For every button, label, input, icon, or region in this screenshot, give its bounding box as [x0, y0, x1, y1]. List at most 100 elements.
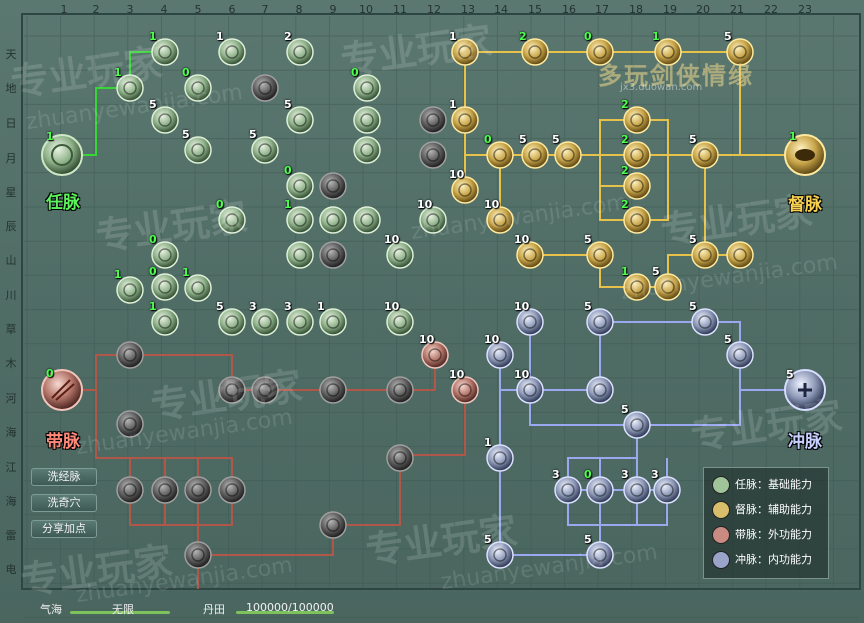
row-label: 川 [5, 289, 17, 302]
acupoint-node[interactable] [251, 376, 279, 404]
dai-medallion[interactable] [41, 369, 83, 411]
acupoint-node[interactable] [653, 476, 681, 504]
acupoint-node[interactable] [353, 136, 381, 164]
acupoint-node[interactable] [419, 206, 447, 234]
acupoint-node[interactable] [654, 273, 682, 301]
acupoint-node[interactable] [251, 74, 279, 102]
acupoint-node[interactable] [151, 38, 179, 66]
acupoint-node[interactable] [623, 476, 651, 504]
acupoint-node[interactable] [286, 241, 314, 269]
acupoint-node[interactable] [516, 308, 544, 336]
share-points-button[interactable]: 分享加点 [31, 520, 97, 538]
acupoint-node[interactable] [654, 38, 682, 66]
acupoint-node[interactable] [286, 106, 314, 134]
acupoint-node[interactable] [151, 476, 179, 504]
acupoint-node[interactable] [419, 141, 447, 169]
acupoint-node[interactable] [451, 38, 479, 66]
node-level: 1 [652, 30, 660, 43]
acupoint-node[interactable] [386, 308, 414, 336]
wash-jingmai-button[interactable]: 洗经脉 [31, 468, 97, 486]
ren-medallion[interactable] [41, 134, 83, 176]
acupoint-node[interactable] [151, 241, 179, 269]
acupoint-node[interactable] [486, 541, 514, 569]
acupoint-node[interactable] [623, 172, 651, 200]
acupoint-node[interactable] [521, 141, 549, 169]
acupoint-node[interactable] [451, 176, 479, 204]
acupoint-node[interactable] [691, 308, 719, 336]
acupoint-node[interactable] [486, 341, 514, 369]
acupoint-node[interactable] [726, 241, 754, 269]
acupoint-node[interactable] [251, 136, 279, 164]
dai-level: 0 [46, 367, 54, 380]
acupoint-node[interactable] [286, 308, 314, 336]
acupoint-node[interactable] [586, 241, 614, 269]
acupoint-node[interactable] [319, 206, 347, 234]
acupoint-node[interactable] [586, 541, 614, 569]
acupoint-node[interactable] [218, 308, 246, 336]
acupoint-node[interactable] [421, 341, 449, 369]
acupoint-node[interactable] [623, 411, 651, 439]
acupoint-node[interactable] [586, 476, 614, 504]
acupoint-node[interactable] [184, 136, 212, 164]
acupoint-node[interactable] [184, 74, 212, 102]
acupoint-node[interactable] [218, 38, 246, 66]
acupoint-node[interactable] [554, 141, 582, 169]
du-medallion[interactable] [784, 134, 826, 176]
acupoint-node[interactable] [691, 141, 719, 169]
acupoint-node[interactable] [218, 206, 246, 234]
acupoint-node[interactable] [623, 106, 651, 134]
acupoint-node[interactable] [386, 376, 414, 404]
acupoint-node[interactable] [451, 376, 479, 404]
acupoint-node[interactable] [151, 273, 179, 301]
acupoint-node[interactable] [419, 106, 447, 134]
acupoint-node[interactable] [554, 476, 582, 504]
acupoint-node[interactable] [486, 141, 514, 169]
acupoint-node[interactable] [184, 541, 212, 569]
chong-medallion[interactable] [784, 369, 826, 411]
acupoint-node[interactable] [726, 341, 754, 369]
acupoint-node[interactable] [521, 38, 549, 66]
acupoint-node[interactable] [586, 38, 614, 66]
dantian-value: 100000/100000 [246, 601, 334, 614]
acupoint-node[interactable] [353, 206, 381, 234]
acupoint-node[interactable] [218, 476, 246, 504]
acupoint-node[interactable] [486, 206, 514, 234]
acupoint-node[interactable] [116, 74, 144, 102]
acupoint-node[interactable] [691, 241, 719, 269]
acupoint-node[interactable] [116, 410, 144, 438]
acupoint-node[interactable] [726, 38, 754, 66]
node-level: 1 [317, 300, 325, 313]
acupoint-node[interactable] [353, 74, 381, 102]
acupoint-node[interactable] [116, 341, 144, 369]
acupoint-node[interactable] [151, 106, 179, 134]
acupoint-node[interactable] [319, 172, 347, 200]
acupoint-node[interactable] [386, 444, 414, 472]
wash-qixue-button[interactable]: 洗奇穴 [31, 494, 97, 512]
acupoint-node[interactable] [319, 241, 347, 269]
acupoint-node[interactable] [353, 106, 381, 134]
acupoint-node[interactable] [623, 206, 651, 234]
acupoint-node[interactable] [218, 376, 246, 404]
acupoint-node[interactable] [586, 308, 614, 336]
acupoint-node[interactable] [151, 308, 179, 336]
acupoint-node[interactable] [319, 511, 347, 539]
acupoint-node[interactable] [623, 273, 651, 301]
acupoint-node[interactable] [184, 274, 212, 302]
acupoint-node[interactable] [251, 308, 279, 336]
acupoint-node[interactable] [286, 172, 314, 200]
acupoint-node[interactable] [319, 376, 347, 404]
acupoint-node[interactable] [116, 476, 144, 504]
acupoint-node[interactable] [486, 444, 514, 472]
acupoint-node[interactable] [319, 308, 347, 336]
acupoint-node[interactable] [586, 376, 614, 404]
acupoint-node[interactable] [184, 476, 212, 504]
acupoint-node[interactable] [286, 38, 314, 66]
acupoint-node[interactable] [623, 141, 651, 169]
acupoint-node[interactable] [451, 106, 479, 134]
acupoint-node[interactable] [116, 276, 144, 304]
acupoint-node[interactable] [516, 241, 544, 269]
acupoint-node[interactable] [516, 376, 544, 404]
node-level: 0 [149, 265, 157, 278]
acupoint-node[interactable] [386, 241, 414, 269]
acupoint-node[interactable] [286, 206, 314, 234]
